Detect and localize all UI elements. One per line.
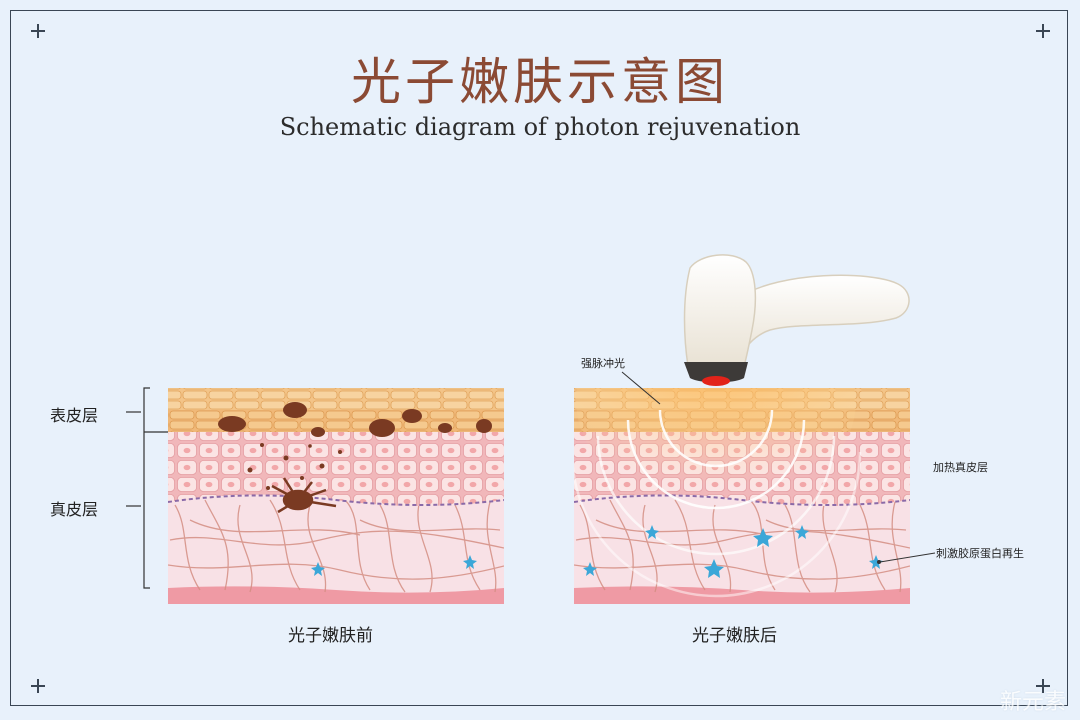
collagen-fibers-after [574,499,910,593]
melanocyte [271,477,337,514]
heating-dermis-label: 加热真皮层 [933,461,988,474]
pulsed-light-glow [576,388,856,510]
skin-after [574,388,910,604]
watermark: 新元素 [999,690,1066,715]
border-frame [10,10,1068,706]
collagen-cells-after [583,525,883,578]
light-waves [574,409,862,598]
corner-mark-top-left [31,24,45,38]
pigment-spots [218,402,492,490]
collagen-fibers-before [168,499,504,593]
dermis-label: 真皮层 [50,500,99,519]
corner-mark-bottom-right [1036,679,1050,693]
page-title: 光子嫩肤示意图 [351,53,729,111]
epidermis-label: 表皮层 [50,406,99,425]
annotation-lines [621,371,936,563]
ipl-label: 强脉冲光 [581,357,625,370]
layer-bracket [126,387,168,589]
collagen-cells-before [311,555,477,576]
skin-before [168,388,504,604]
caption-before: 光子嫩肤前 [288,626,373,646]
collagen-regeneration-label: 刺激胶原蛋白再生 [936,547,1024,560]
ipl-device [683,254,910,386]
caption-after: 光子嫩肤后 [692,626,777,646]
page-subtitle: Schematic diagram of photon rejuvenation [279,113,801,141]
corner-mark-top-right [1036,24,1050,38]
corner-mark-bottom-left [31,679,45,693]
